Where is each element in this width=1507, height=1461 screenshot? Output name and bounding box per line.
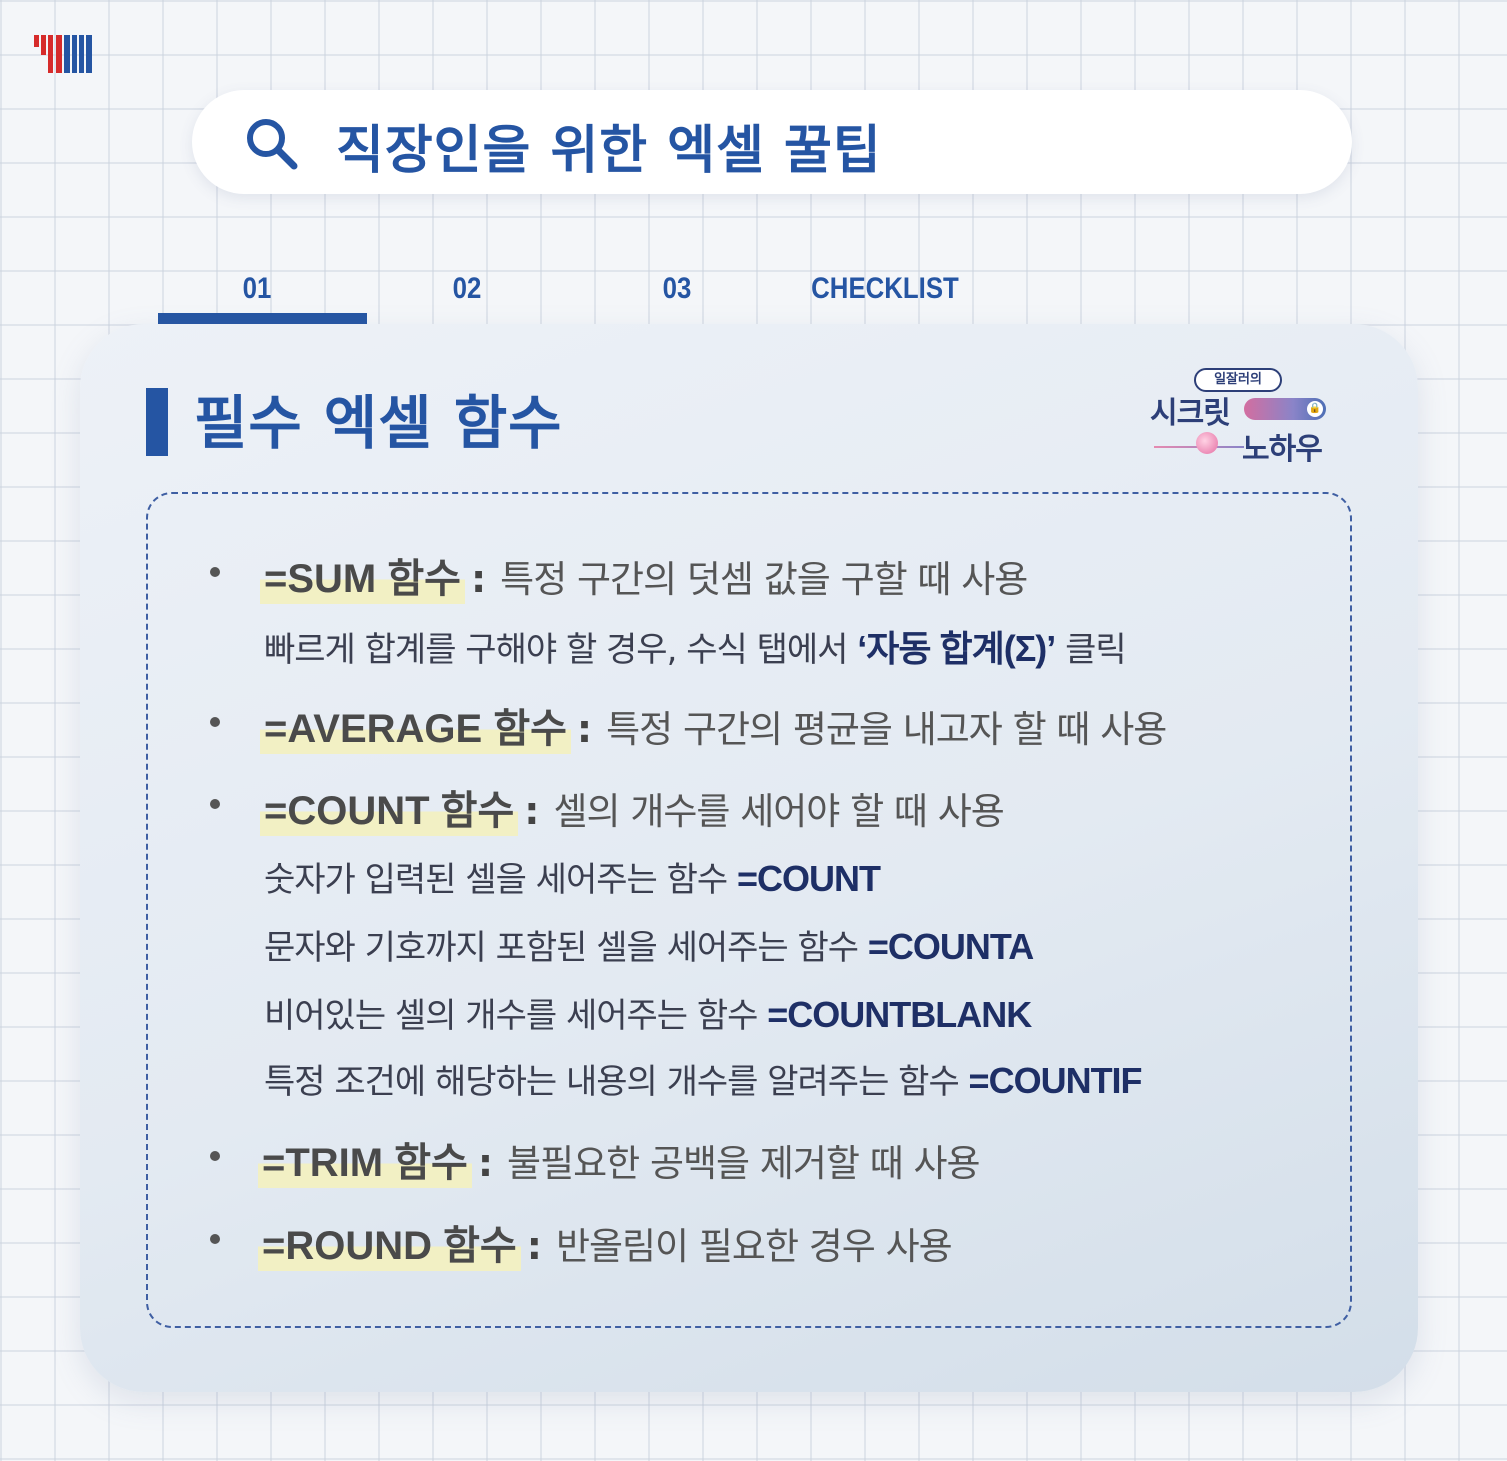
- title-accent-bar: [146, 388, 168, 456]
- bullet: [210, 799, 220, 809]
- colon: :: [576, 707, 593, 751]
- function-list-box: =SUM 함수: 특정 구간의 덧셈 값을 구할 때 사용 빠르게 합계를 구해야…: [146, 492, 1352, 1328]
- active-tab-indicator: [158, 313, 367, 324]
- function-name: =ROUND 함수: [258, 1213, 521, 1271]
- content-card: 필수 엑셀 함수 일잘러의 시크릿 🔒 노하우 =SUM 함수: 특정 구간의 덧…: [80, 324, 1418, 1392]
- function-name: =AVERAGE 함수: [260, 696, 571, 754]
- list-item-average: =AVERAGE 함수: 특정 구간의 평균을 내고자 할 때 사용: [260, 696, 1167, 754]
- bullet: [210, 1234, 220, 1244]
- function-desc: 불필요한 공백을 제거할 때 사용: [507, 1142, 981, 1185]
- bullet: [210, 717, 220, 727]
- tab-02[interactable]: 02: [452, 272, 482, 305]
- section-title: 필수 엑셀 함수: [194, 389, 563, 457]
- list-item-round: =ROUND 함수: 반올림이 필요한 경우 사용: [258, 1213, 953, 1271]
- sub-line: 숫자가 입력된 셀을 세어주는 함수 =COUNT: [264, 858, 881, 900]
- page-title: 직장인을 위한 엑셀 꿀팁: [336, 121, 882, 181]
- list-item-trim: =TRIM 함수: 불필요한 공백을 제거할 때 사용: [258, 1130, 981, 1188]
- colon: :: [526, 1224, 542, 1268]
- search-icon: [247, 119, 298, 170]
- list-item-sum: =SUM 함수: 특정 구간의 덧셈 값을 구할 때 사용: [260, 546, 1028, 604]
- emphasis: =COUNT: [736, 858, 881, 899]
- colon: :: [477, 1141, 494, 1185]
- sub-line: 비어있는 셀의 개수를 세어주는 함수 =COUNTBLANK: [264, 994, 1032, 1036]
- function-name: =SUM 함수: [260, 546, 465, 604]
- sub-line: 문자와 기호까지 포함된 셀을 세어주는 함수 =COUNTA: [264, 926, 1034, 968]
- colon: :: [470, 557, 487, 601]
- tab-03[interactable]: 03: [662, 272, 692, 305]
- emphasis: ‘자동 합계(Σ)’: [857, 628, 1056, 669]
- tab-checklist[interactable]: CHECKLIST: [811, 272, 959, 305]
- function-desc: 특정 구간의 평균을 내고자 할 때 사용: [606, 708, 1167, 751]
- brand-title-line2: 노하우: [1242, 432, 1323, 467]
- lightbulb-icon: [1196, 432, 1218, 454]
- function-desc: 반올림이 필요한 경우 사용: [555, 1225, 953, 1268]
- function-name: =COUNT 함수: [260, 778, 519, 836]
- function-desc: 특정 구간의 덧셈 값을 구할 때 사용: [500, 558, 1028, 601]
- sub-line: 특정 조건에 해당하는 내용의 개수를 알려주는 함수 =COUNTIF: [264, 1060, 1143, 1102]
- brand-badge: 일잘러의 시크릿 🔒 노하우: [1146, 364, 1342, 467]
- sub-line: 빠르게 합계를 구해야 할 경우, 수식 탭에서 ‘자동 합계(Σ)’ 클릭: [264, 628, 1127, 670]
- list-item-count: =COUNT 함수: 셀의 개수를 세어야 할 때 사용: [260, 778, 1005, 836]
- search-bar[interactable]: 직장인을 위한 엑셀 꿀팁: [192, 90, 1352, 194]
- brand-tagline: 일잘러의: [1194, 368, 1282, 392]
- toggle-icon: 🔒: [1244, 398, 1326, 420]
- ybm-logo: [34, 35, 92, 73]
- lock-icon: 🔒: [1307, 401, 1323, 417]
- emphasis: =COUNTBLANK: [767, 994, 1032, 1035]
- bullet: [210, 1151, 220, 1161]
- function-desc: 셀의 개수를 세어야 할 때 사용: [553, 790, 1004, 833]
- brand-title-line1: 시크릿: [1150, 396, 1231, 431]
- bullet: [210, 567, 220, 577]
- emphasis: =COUNTA: [867, 926, 1034, 967]
- colon: :: [524, 789, 540, 833]
- tab-01[interactable]: 01: [242, 272, 272, 305]
- emphasis: =COUNTIF: [968, 1060, 1143, 1101]
- function-name: =TRIM 함수: [258, 1130, 472, 1188]
